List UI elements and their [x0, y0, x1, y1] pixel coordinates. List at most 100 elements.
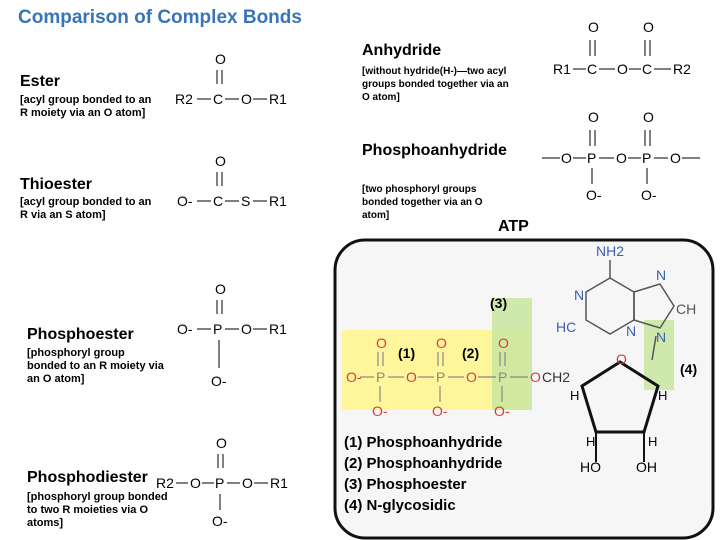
- atom-O: O: [436, 335, 447, 351]
- atom-R1: R1: [553, 61, 571, 77]
- legend-item: (3) Phosphoester: [344, 476, 467, 493]
- phosphoanhydride-name: Phosphoanhydride: [362, 142, 507, 159]
- atom-N: N: [656, 267, 666, 283]
- phosphoester-desc: [phosphoryl group bonded to an R moiety …: [27, 347, 164, 385]
- ester-highlight: [492, 298, 532, 410]
- atom-CH2: CH2: [542, 369, 570, 385]
- atom-P: P: [642, 150, 651, 166]
- atom-O: O: [616, 150, 627, 166]
- atom-S: S: [241, 193, 250, 209]
- atom-O: O: [190, 475, 201, 491]
- atom-P: P: [498, 369, 507, 385]
- atom-O: O: [643, 19, 654, 35]
- atom-O-minus: O-: [346, 369, 362, 385]
- thioester-desc: [acyl group bonded to an R via an S atom…: [20, 196, 152, 221]
- tag-1: (1): [398, 345, 415, 361]
- ester-structure: O R2 C O R1: [175, 51, 287, 107]
- atom-O-minus: O-: [432, 403, 448, 419]
- ribose-ring: [580, 360, 660, 434]
- atom-P: P: [376, 369, 385, 385]
- atom-P: P: [215, 475, 224, 491]
- atom-R2: R2: [673, 61, 691, 77]
- phosphoester-name: Phosphoester: [27, 326, 134, 343]
- tag-4: (4): [680, 361, 697, 377]
- atom-O-minus: O-: [372, 403, 388, 419]
- atom-HC: HC: [556, 319, 576, 335]
- phosphoester-structure: O O- P O R1 O-: [177, 281, 287, 389]
- thioester-structure: O O- C S R1: [177, 153, 287, 209]
- atom-O: O: [588, 109, 599, 125]
- legend-item: (4) N-glycosidic: [344, 497, 456, 514]
- atom-O-minus: O-: [212, 513, 228, 529]
- atom-P: P: [213, 321, 222, 337]
- atom-R1: R1: [269, 193, 287, 209]
- atom-O-minus: O-: [494, 403, 510, 419]
- anhydride-desc: [without hydride(H-)—two acyl groups bon…: [362, 66, 509, 103]
- atom-O: O: [561, 150, 572, 166]
- atom-C: C: [213, 193, 223, 209]
- atom-CH: CH: [676, 301, 696, 317]
- phosphodiester-name: Phosphodiester: [27, 469, 148, 486]
- atom-NH2: NH2: [596, 243, 624, 259]
- atom-H: H: [570, 388, 579, 403]
- atom-O: O: [216, 435, 227, 451]
- page-title: Comparison of Complex Bonds: [18, 7, 302, 28]
- atom-HO: HO: [580, 459, 601, 475]
- atom-O: O: [466, 369, 477, 385]
- atp-title: ATP: [498, 218, 529, 235]
- glycosidic-highlight: [644, 320, 674, 390]
- atom-R1: R1: [269, 321, 287, 337]
- legend-item: (1) Phosphoanhydride: [344, 434, 503, 451]
- atom-O: O: [215, 281, 226, 297]
- atom-O: O: [588, 19, 599, 35]
- atom-C: C: [587, 61, 597, 77]
- atom-O-minus: O-: [211, 373, 227, 389]
- phosphodiester-structure: O R2 O P O R1 O-: [156, 435, 288, 529]
- atom-R1: R1: [269, 91, 287, 107]
- atom-O: O: [616, 351, 627, 367]
- atom-O: O: [376, 335, 387, 351]
- atom-O: O: [498, 335, 509, 351]
- atom-C: C: [213, 91, 223, 107]
- tag-3: (3): [490, 295, 507, 311]
- tag-2: (2): [462, 345, 479, 361]
- atom-P: P: [587, 150, 596, 166]
- phosphoanhydride-desc: [two phosphoryl groups bonded together v…: [362, 184, 483, 221]
- anhydride-name: Anhydride: [362, 42, 442, 59]
- atom-OH: OH: [636, 459, 657, 475]
- anhydride-structure: O O R1 C O C R2: [553, 19, 691, 77]
- ester-name: Ester: [20, 73, 61, 90]
- atom-N: N: [626, 323, 636, 339]
- atom-N: N: [656, 329, 666, 345]
- atom-R2: R2: [156, 475, 174, 491]
- atom-C: C: [642, 61, 652, 77]
- atom-O: O: [670, 150, 681, 166]
- atom-R1: R1: [270, 475, 288, 491]
- atp-legend: (1) Phosphoanhydride (2) Phosphoanhydrid…: [344, 432, 502, 516]
- atom-O: O: [215, 153, 226, 169]
- atom-O-minus: O-: [177, 193, 193, 209]
- thioester-name: Thioester: [20, 176, 93, 193]
- phosphoanhydride-structure: O O O P O P O O- O-: [542, 109, 700, 203]
- atom-H: H: [648, 434, 657, 449]
- atom-O: O: [530, 369, 541, 385]
- atom-O: O: [242, 475, 253, 491]
- legend-item: (2) Phosphoanhydride: [344, 455, 503, 472]
- atp-structure-diagram: (3) (1) (2) (4) O O O O- O O O O- O- O- …: [333, 238, 715, 540]
- atom-O-minus: O-: [586, 187, 602, 203]
- atom-P: P: [436, 369, 445, 385]
- atom-R2: R2: [175, 91, 193, 107]
- ester-desc: [acyl group bonded to an R moiety via an…: [20, 94, 152, 119]
- atom-O: O: [215, 51, 226, 67]
- atom-H: H: [586, 434, 595, 449]
- phosphodiester-desc: [phosphoryl group bonded to two R moieti…: [27, 491, 168, 529]
- atom-O: O: [241, 321, 252, 337]
- atom-O: O: [617, 61, 628, 77]
- atom-O: O: [241, 91, 252, 107]
- atom-O: O: [643, 109, 654, 125]
- atom-O: O: [406, 369, 417, 385]
- adenine-ring: [585, 260, 675, 361]
- atom-N: N: [574, 287, 584, 303]
- atom-H: H: [658, 388, 667, 403]
- atom-O-minus: O-: [177, 321, 193, 337]
